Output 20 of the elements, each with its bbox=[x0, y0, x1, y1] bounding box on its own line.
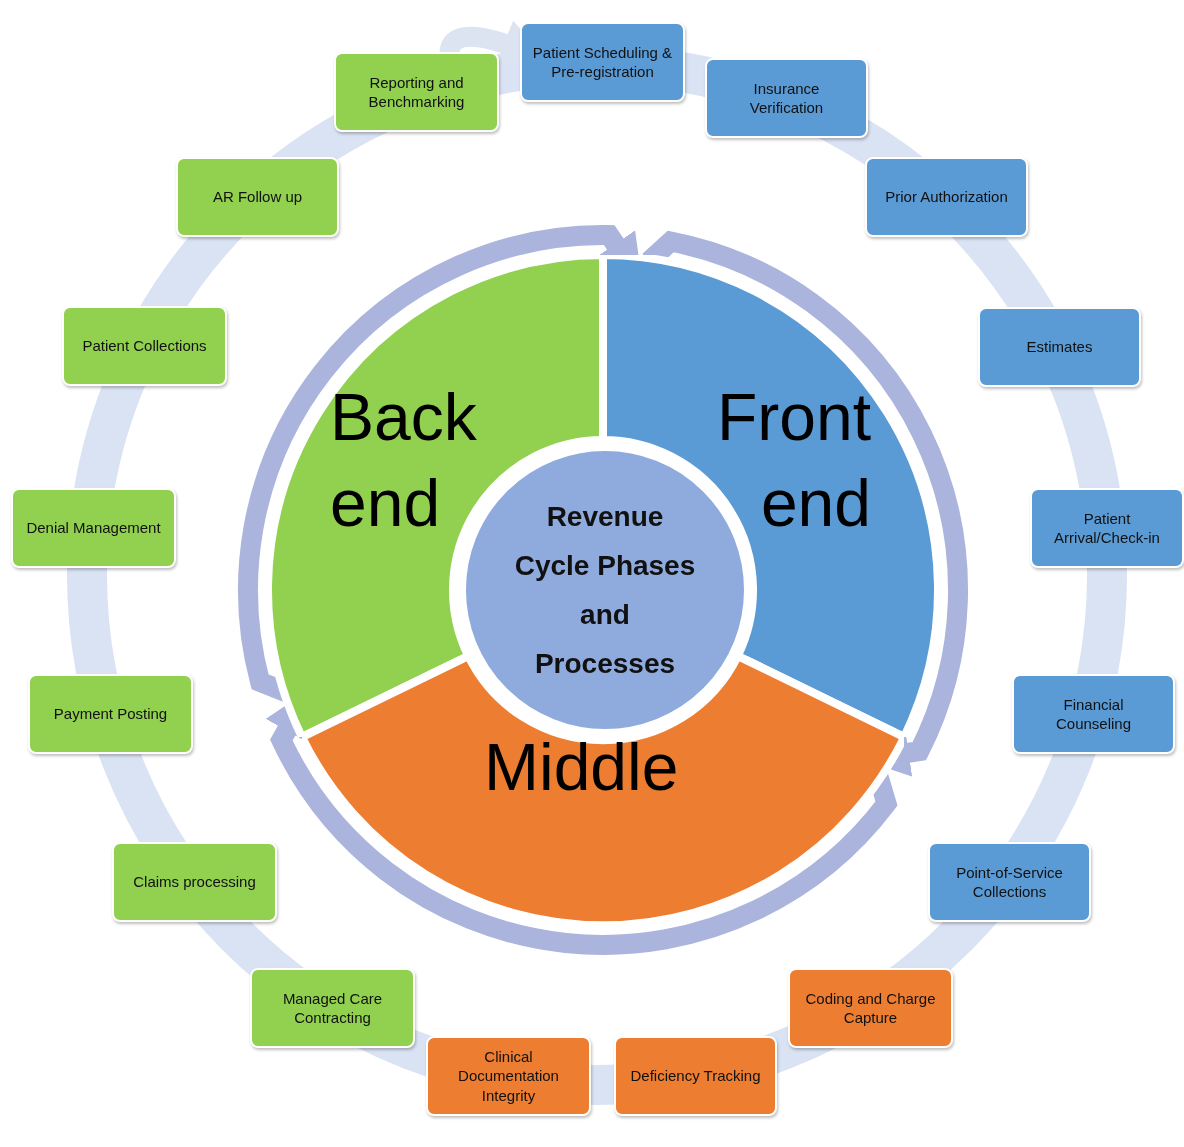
process-box: Coding and Charge Capture bbox=[788, 968, 953, 1048]
phase-segment bbox=[301, 655, 905, 925]
phase-title: Middle bbox=[484, 729, 679, 806]
process-box: Prior Authorization bbox=[865, 157, 1028, 237]
process-box: Claims processing bbox=[112, 842, 277, 922]
process-box: Financial Counseling bbox=[1012, 674, 1175, 754]
process-box: Payment Posting bbox=[28, 674, 193, 754]
process-box: Point-of-Service Collections bbox=[928, 842, 1091, 922]
process-box: Patient Collections bbox=[62, 306, 227, 386]
process-box: Deficiency Tracking bbox=[614, 1036, 777, 1116]
process-box: Managed Care Contracting bbox=[250, 968, 415, 1048]
process-box: AR Follow up bbox=[176, 157, 339, 237]
process-box: Estimates bbox=[978, 307, 1141, 387]
cycle-arrow bbox=[642, 231, 968, 777]
process-box: Patient Arrival/Check-in bbox=[1030, 488, 1184, 568]
process-box: Denial Management bbox=[11, 488, 176, 568]
process-box: Reporting and Benchmarking bbox=[334, 52, 499, 132]
process-box: Clinical Documentation Integrity bbox=[426, 1036, 591, 1116]
process-box: Patient Scheduling & Pre-registration bbox=[520, 22, 685, 102]
process-box: Insurance Verification bbox=[705, 58, 868, 138]
